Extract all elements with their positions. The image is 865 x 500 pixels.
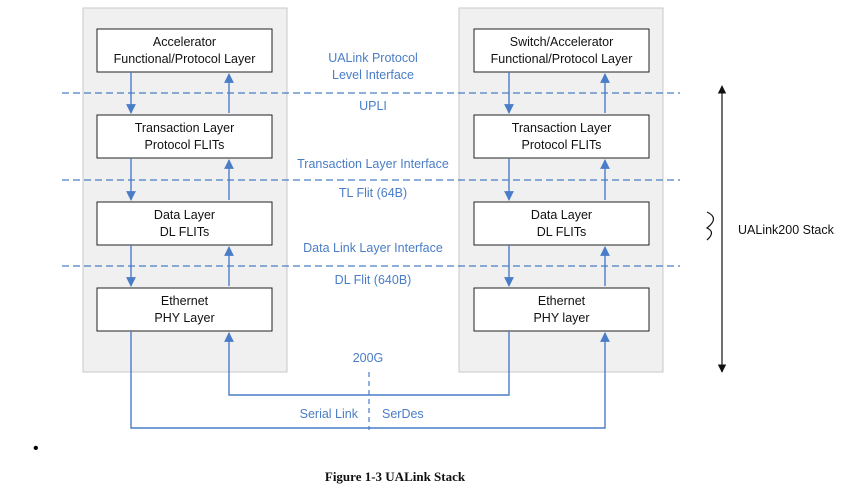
right-box-data-layer: Data Layer DL FLITs (473, 201, 650, 246)
left-box-transaction: Transaction Layer Protocol FLITs (96, 114, 273, 159)
left-box-ethernet-line2: PHY Layer (154, 311, 214, 325)
right-box-application-line1: Switch/Accelerator (510, 35, 614, 49)
right-box-transaction: Transaction Layer Protocol FLITs (473, 114, 650, 159)
left-box-transaction-line1: Transaction Layer (135, 121, 235, 135)
list-bullet: • (33, 440, 39, 457)
left-box-data-layer: Data Layer DL FLITs (96, 201, 273, 246)
left-box-application-line1: Accelerator (153, 35, 216, 49)
stack-brace-icon (705, 211, 715, 241)
upli-label: UPLI (359, 99, 387, 113)
speed-label: 200G (353, 351, 384, 365)
left-box-application: Accelerator Functional/Protocol Layer (96, 28, 273, 73)
transaction-interface-label: Transaction Layer Interface (297, 157, 449, 171)
left-box-transaction-line2: Protocol FLITs (145, 138, 225, 152)
right-box-ethernet: Ethernet PHY layer (473, 287, 650, 332)
stack-label: UALink200 Stack (738, 223, 835, 237)
right-box-transaction-line1: Transaction Layer (512, 121, 612, 135)
right-box-ethernet-line2: PHY layer (533, 311, 589, 325)
left-box-data-layer-line2: DL FLITs (160, 225, 210, 239)
right-box-application-line2: Functional/Protocol Layer (491, 52, 633, 66)
right-box-ethernet-line1: Ethernet (538, 294, 586, 308)
left-box-ethernet: Ethernet PHY Layer (96, 287, 273, 332)
protocol-interface-label-line2: Level Interface (332, 68, 414, 82)
dl-flit-label: DL Flit (640B) (335, 273, 412, 287)
right-box-application: Switch/Accelerator Functional/Protocol L… (473, 28, 650, 73)
serdes-label: SerDes (382, 407, 424, 421)
figure-caption: Figure 1-3 UALink Stack (325, 469, 466, 484)
serial-link-path (130, 331, 610, 429)
data-link-interface-label: Data Link Layer Interface (303, 241, 443, 255)
left-box-ethernet-line1: Ethernet (161, 294, 209, 308)
right-box-data-layer-line2: DL FLITs (537, 225, 587, 239)
left-box-data-layer-line1: Data Layer (154, 208, 215, 222)
right-box-transaction-line2: Protocol FLITs (522, 138, 602, 152)
serial-link-label: Serial Link (300, 407, 359, 421)
right-box-data-layer-line1: Data Layer (531, 208, 592, 222)
tl-flit-label: TL Flit (64B) (339, 186, 407, 200)
left-box-application-line2: Functional/Protocol Layer (114, 52, 256, 66)
protocol-interface-label-line1: UALink Protocol (328, 51, 418, 65)
